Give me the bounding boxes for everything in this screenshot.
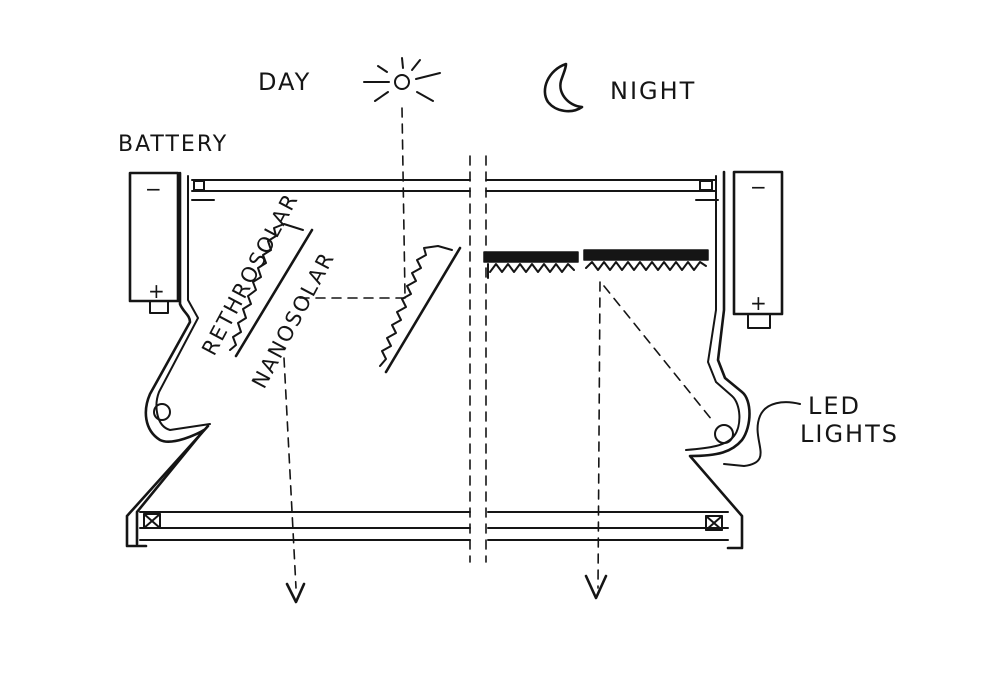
battery-right-positive-terminal: +	[750, 291, 767, 315]
night-panel-right	[583, 249, 709, 271]
center-divider	[469, 155, 487, 563]
top-rail	[191, 179, 719, 201]
night-label: NIGHT	[610, 77, 696, 105]
arrow-down-right	[584, 574, 608, 600]
battery-right: − +	[732, 170, 784, 329]
led-leader-line	[723, 401, 801, 467]
led-light-right	[714, 424, 734, 444]
battery-left: − +	[128, 171, 180, 314]
battery-label: BATTERY	[118, 132, 228, 157]
battery-left-negative-terminal: −	[145, 177, 162, 201]
bottom-rail	[139, 511, 729, 541]
battery-right-negative-terminal: −	[750, 175, 767, 199]
rethrosolar-panel	[229, 223, 314, 358]
middle-panel	[379, 245, 462, 374]
moon-icon	[543, 62, 584, 113]
arrow-down-left	[285, 582, 306, 604]
casing-outline	[125, 170, 751, 550]
light-paths	[283, 107, 713, 589]
right-hinge-box	[705, 515, 723, 531]
left-hinge-box	[143, 513, 161, 529]
night-panel-left	[483, 251, 579, 279]
led-light-left	[153, 403, 171, 421]
led-label-line1: LED	[808, 392, 861, 420]
day-label: DAY	[258, 68, 311, 96]
sun-icon	[363, 57, 441, 102]
battery-left-positive-terminal: +	[148, 279, 165, 303]
led-label-line2: LIGHTS	[800, 420, 899, 448]
